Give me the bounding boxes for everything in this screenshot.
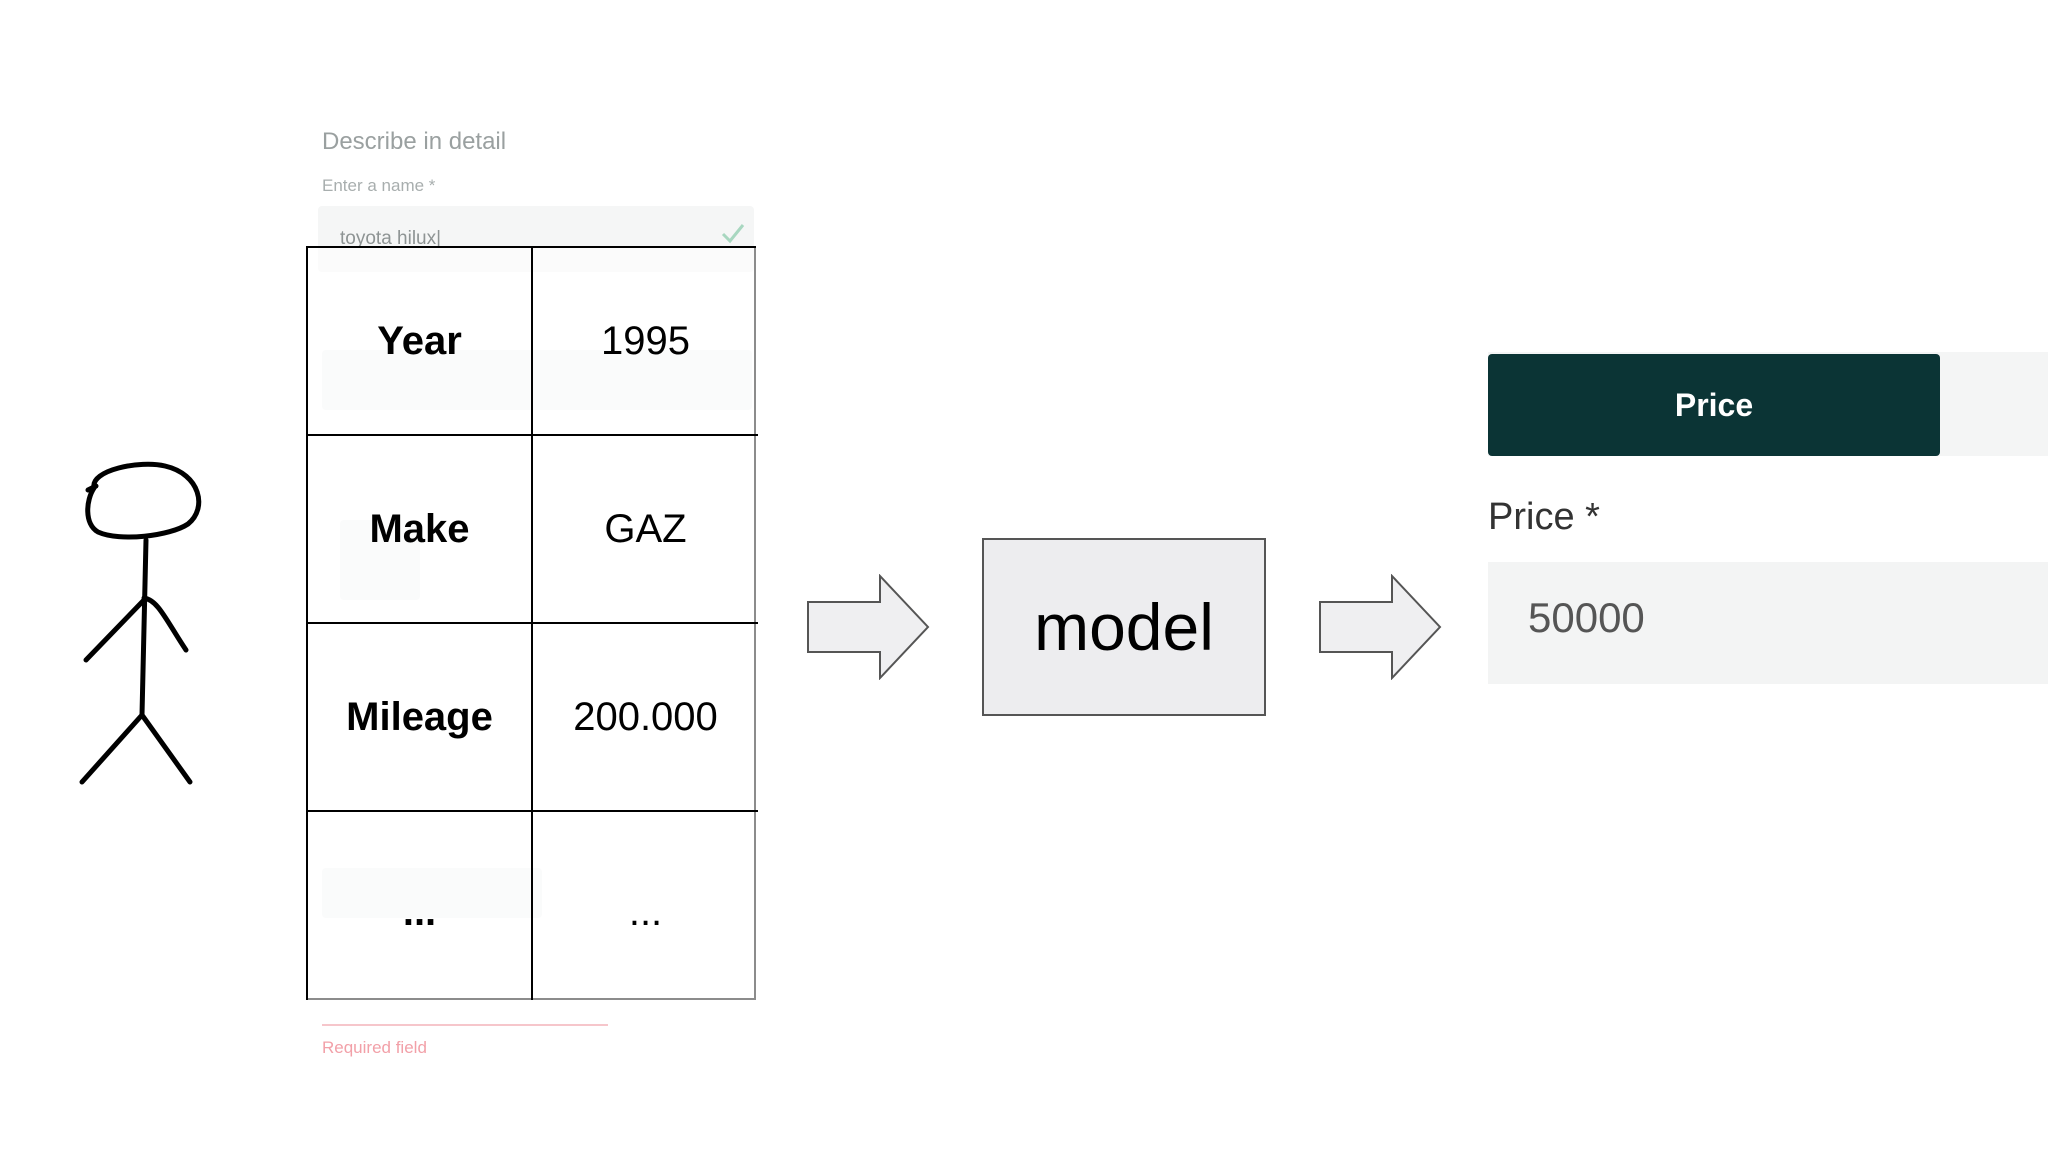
table-value-cell: 1995 bbox=[533, 248, 758, 436]
table-value-cell: 200.000 bbox=[533, 624, 758, 812]
table-key-cell: Make bbox=[308, 436, 533, 624]
table-value-cell: ... bbox=[533, 812, 758, 1000]
required-field-text: Required field bbox=[322, 1038, 427, 1057]
price-field-label: Price * bbox=[1488, 496, 1600, 538]
table-key-cell: Mileage bbox=[308, 624, 533, 812]
feature-table: Year 1995 Make GAZ Mileage 200.000 ... .… bbox=[306, 246, 758, 1000]
check-icon bbox=[721, 224, 745, 244]
arrow-right-icon bbox=[807, 574, 930, 680]
price-input-value: 50000 bbox=[1528, 594, 1645, 641]
name-label: Enter a name * bbox=[322, 176, 436, 195]
name-input-value: toyota hilux| bbox=[340, 228, 442, 249]
table-key-cell: Year bbox=[308, 248, 533, 436]
tab-price[interactable]: Price bbox=[1488, 354, 1940, 456]
table-value-cell: GAZ bbox=[533, 436, 758, 624]
table-key-cell: ... bbox=[308, 812, 533, 1000]
price-input[interactable] bbox=[1488, 562, 2048, 684]
error-underline bbox=[322, 1024, 608, 1026]
form-heading: Describe in detail bbox=[322, 128, 507, 155]
person-icon bbox=[79, 461, 202, 785]
arrow-right-icon bbox=[1319, 574, 1442, 680]
model-box: model bbox=[982, 538, 1266, 716]
